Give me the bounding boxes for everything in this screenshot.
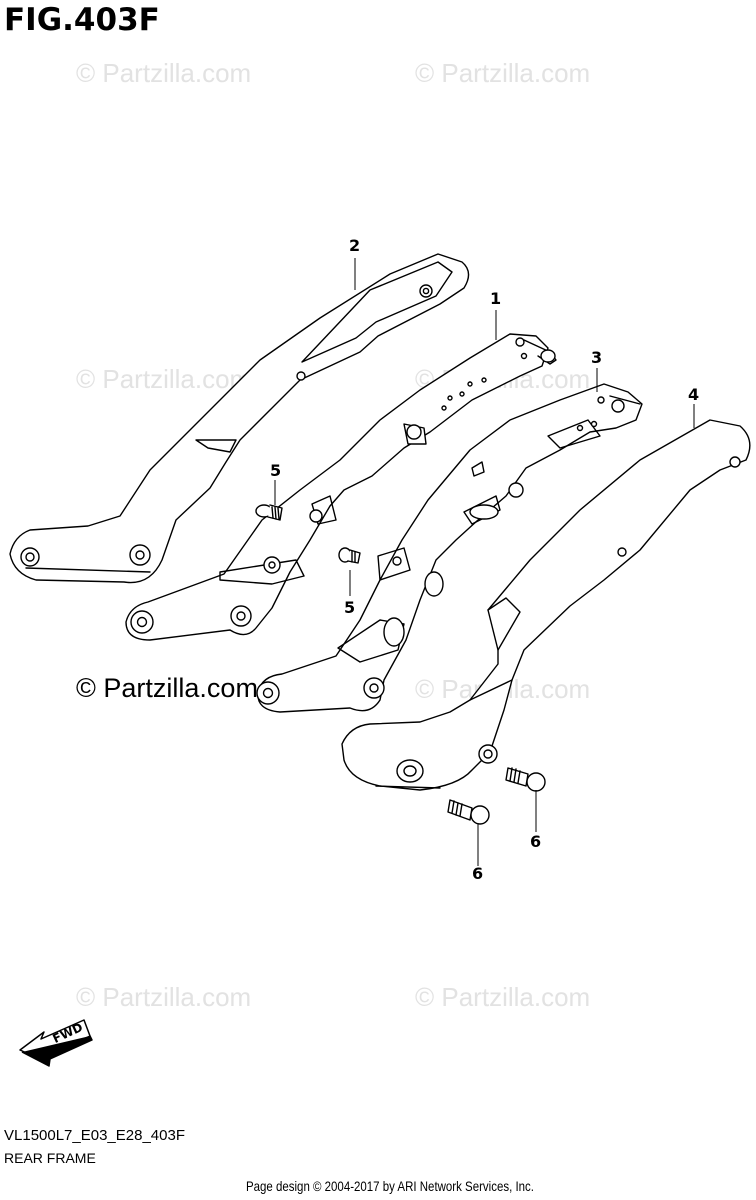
callout-4[interactable]: 4 — [688, 385, 700, 404]
callout-6-left[interactable]: 6 — [472, 864, 484, 883]
part-3-frame[interactable] — [256, 383, 643, 713]
watermark: © Partzilla.com — [76, 58, 252, 88]
callout-6-right[interactable]: 6 — [530, 832, 542, 851]
callout-5-lower[interactable]: 5 — [344, 598, 356, 617]
part-1-frame[interactable] — [125, 333, 557, 641]
callout-1[interactable]: 1 — [490, 289, 502, 308]
watermark: © Partzilla.com — [415, 58, 591, 88]
watermark: © Partzilla.com — [76, 982, 252, 1012]
bolt-6-right[interactable] — [505, 767, 546, 792]
watermark: © Partzilla.com — [76, 364, 252, 394]
figure-code: VL1500L7_E03_E28_403F — [4, 1127, 185, 1144]
part-2-frame[interactable] — [9, 253, 470, 584]
figure-name: REAR FRAME — [4, 1150, 96, 1166]
watermark: © Partzilla.com — [415, 982, 591, 1012]
figure-title: FIG.403F — [4, 2, 160, 38]
watermark-main: © Partzilla.com — [76, 673, 258, 703]
leader-lines — [274, 258, 695, 866]
footer-copyright: Page design © 2004-2017 by ARI Network S… — [246, 1178, 534, 1194]
callout-5-upper[interactable]: 5 — [270, 461, 282, 480]
callout-3[interactable]: 3 — [591, 348, 603, 367]
fwd-arrow-icon — [19, 1019, 93, 1067]
bolt-6-left[interactable] — [447, 799, 490, 825]
part-4-frame[interactable] — [341, 419, 751, 791]
bolt-5-lower[interactable] — [338, 547, 361, 564]
callout-2[interactable]: 2 — [349, 236, 361, 255]
bolt-5-upper[interactable] — [255, 504, 283, 521]
